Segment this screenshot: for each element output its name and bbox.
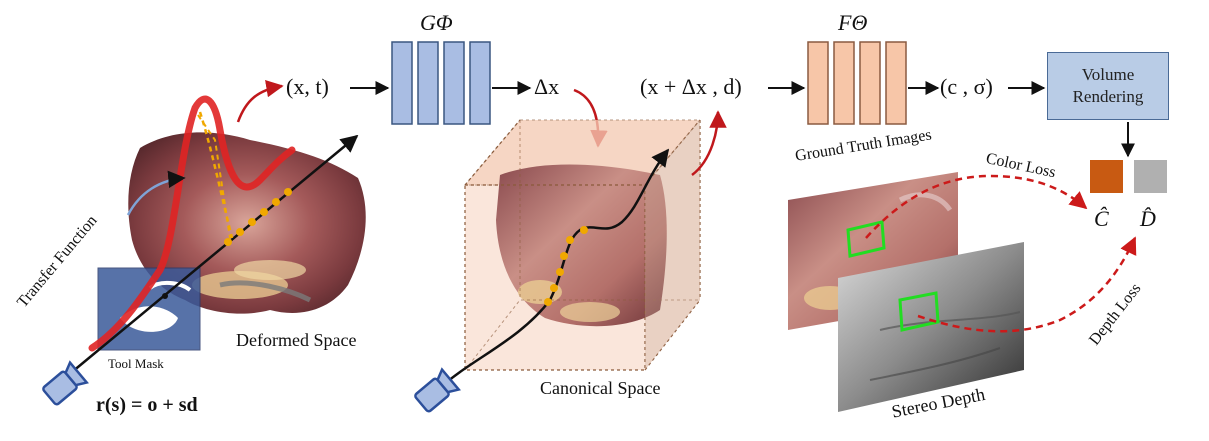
g-phi-network <box>391 41 491 125</box>
sample-points-deformed <box>224 188 292 246</box>
canonical-curved-ray <box>439 148 670 389</box>
ray-equation-label: r(s) = o + sd <box>96 394 198 416</box>
deformed-space-scene <box>42 95 366 406</box>
camera-icon <box>42 360 89 406</box>
sample-points-canonical <box>544 226 588 306</box>
transfer-function-curve <box>88 95 296 352</box>
color-swatch <box>1090 160 1123 193</box>
d-hat-label: D̂ <box>1140 206 1156 231</box>
canonical-space-cube <box>414 119 702 413</box>
red-arrow-to-xt <box>236 79 284 123</box>
output-c-sigma-label: (c , σ) <box>940 74 993 99</box>
c-hat-label: Ĉ <box>1094 206 1109 231</box>
volume-rendering-text-1: Volume <box>1081 65 1135 84</box>
red-arrow-to-xd <box>691 110 727 176</box>
input-xt-label: (x, t) <box>286 74 329 99</box>
volume-rendering-text-2: Rendering <box>1072 87 1144 106</box>
green-patch-color <box>846 220 886 258</box>
camera-icon-canonical <box>414 367 461 413</box>
camera-ray <box>71 134 359 373</box>
f-theta-label: FΘ <box>838 10 868 35</box>
stereo-depth-image <box>838 242 1024 412</box>
green-patch-depth <box>898 291 940 332</box>
f-theta-network <box>807 41 907 125</box>
tool-mask-label: Tool Mask <box>108 356 164 371</box>
input-xd-label: (x + Δx , d) <box>640 74 742 99</box>
volume-rendering-box: Volume Rendering <box>1047 52 1169 120</box>
canonical-space-label: Canonical Space <box>540 378 661 398</box>
g-phi-label: GΦ <box>420 10 453 35</box>
depth-swatch <box>1134 160 1167 193</box>
color-loss-curve <box>865 174 1088 239</box>
deformed-space-label: Deformed Space <box>236 330 357 350</box>
delta-x-label: Δx <box>534 74 560 99</box>
depth-loss-curve <box>917 236 1137 333</box>
